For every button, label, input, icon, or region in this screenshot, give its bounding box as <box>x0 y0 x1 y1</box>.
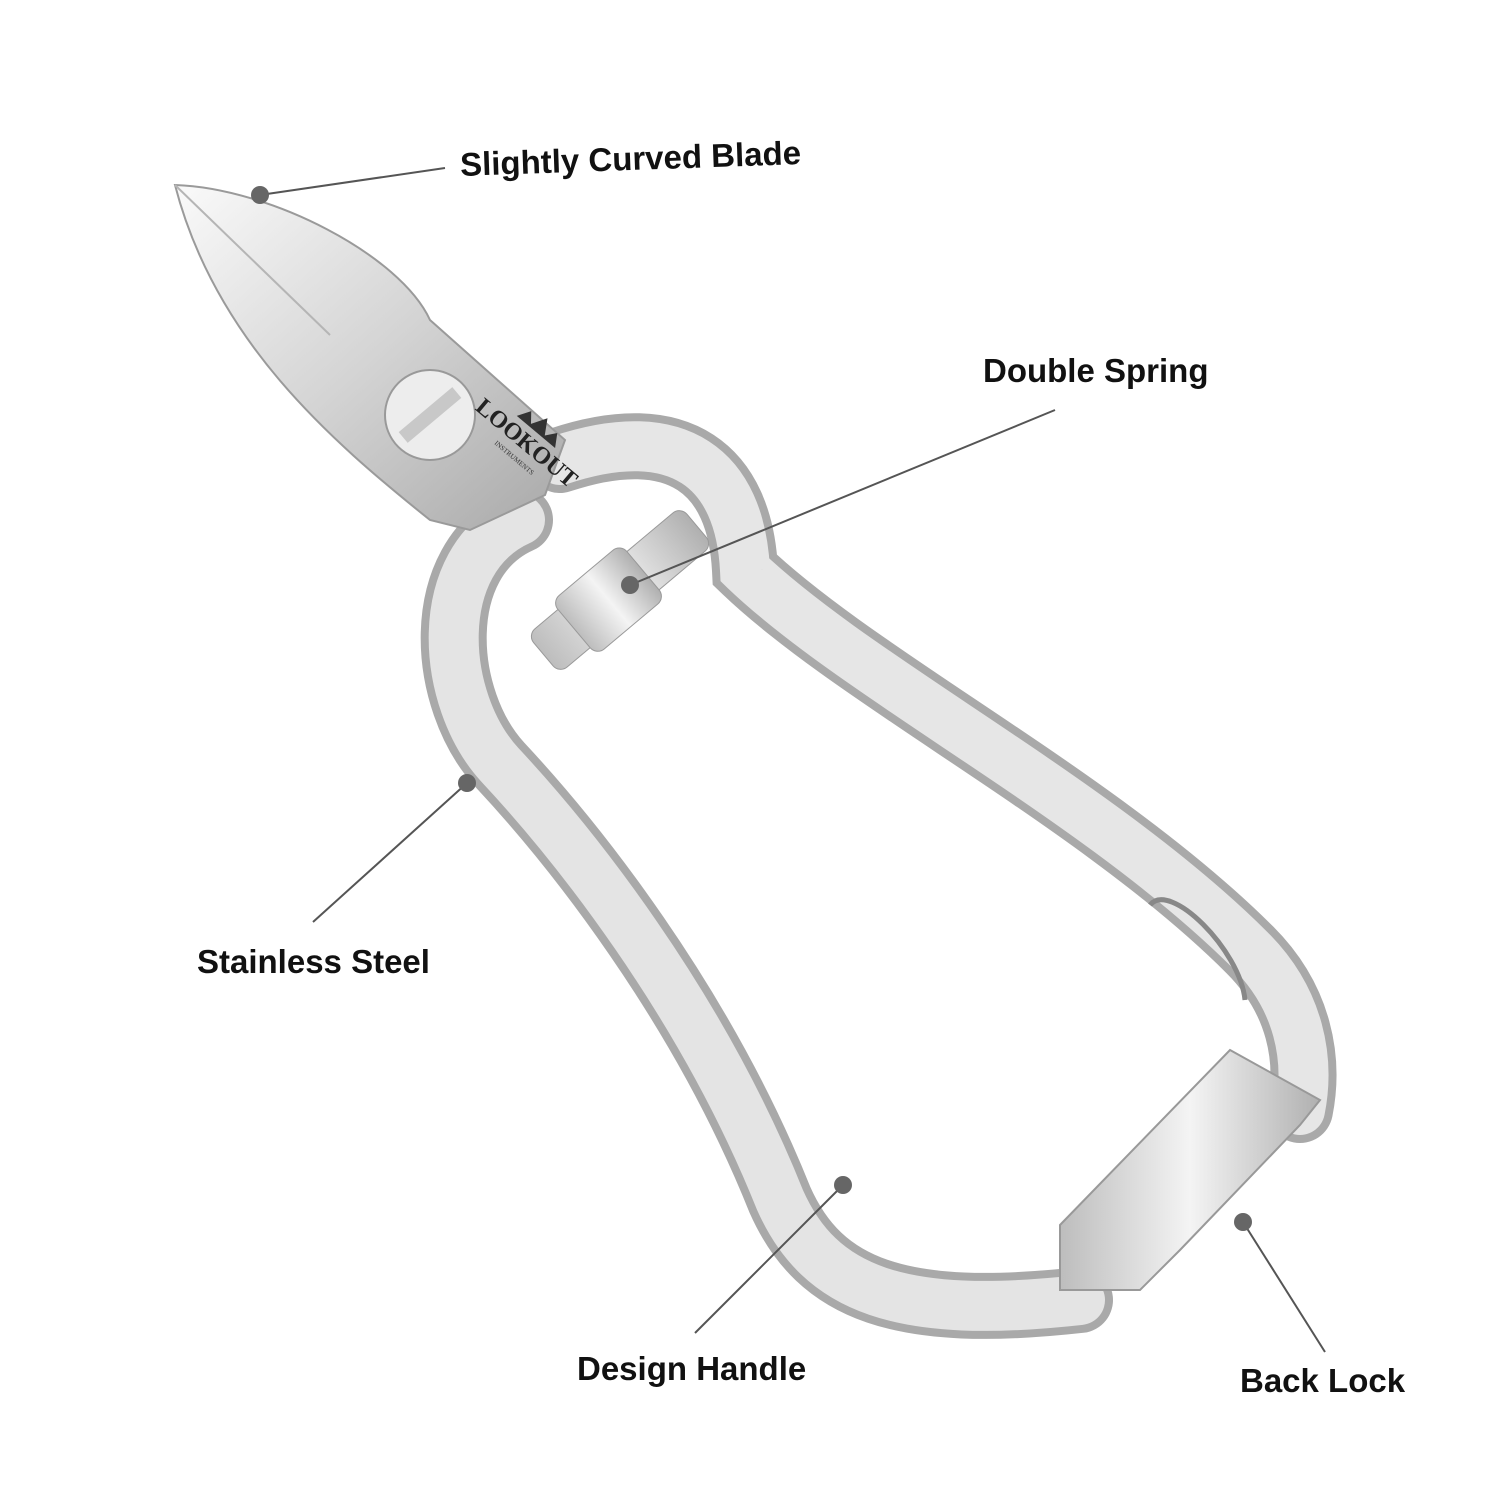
blade-edge <box>174 184 331 336</box>
callout-line-spring <box>629 409 1056 586</box>
double-spring <box>530 510 710 670</box>
callout-dot-blade <box>251 186 269 204</box>
callout-dots <box>251 186 1252 1231</box>
callout-line-steel <box>312 782 468 923</box>
pivot-screw-slot <box>398 387 462 443</box>
back-lock <box>1059 1048 1322 1291</box>
callout-lines <box>259 167 1326 1353</box>
crown-icon <box>516 411 558 449</box>
callout-label-spring: Double Spring <box>983 352 1209 389</box>
callout-line-blade <box>259 167 446 196</box>
callout-dot-steel <box>458 774 476 792</box>
callout-dot-lock <box>1234 1213 1252 1231</box>
blade <box>173 183 567 532</box>
callout-label-lock: Back Lock <box>1240 1362 1406 1399</box>
right-handle-highlight <box>535 421 1329 1135</box>
callout-dot-spring <box>621 576 639 594</box>
callout-label-handle: Design Handle <box>577 1350 807 1387</box>
callout-line-lock <box>1242 1221 1326 1353</box>
callout-dot-handle <box>834 1176 852 1194</box>
lock-wire <box>1148 897 1248 1001</box>
callout-line-handle <box>694 1184 844 1334</box>
left-handle-highlight <box>428 495 1105 1331</box>
callout-label-steel: Stainless Steel <box>197 943 430 980</box>
